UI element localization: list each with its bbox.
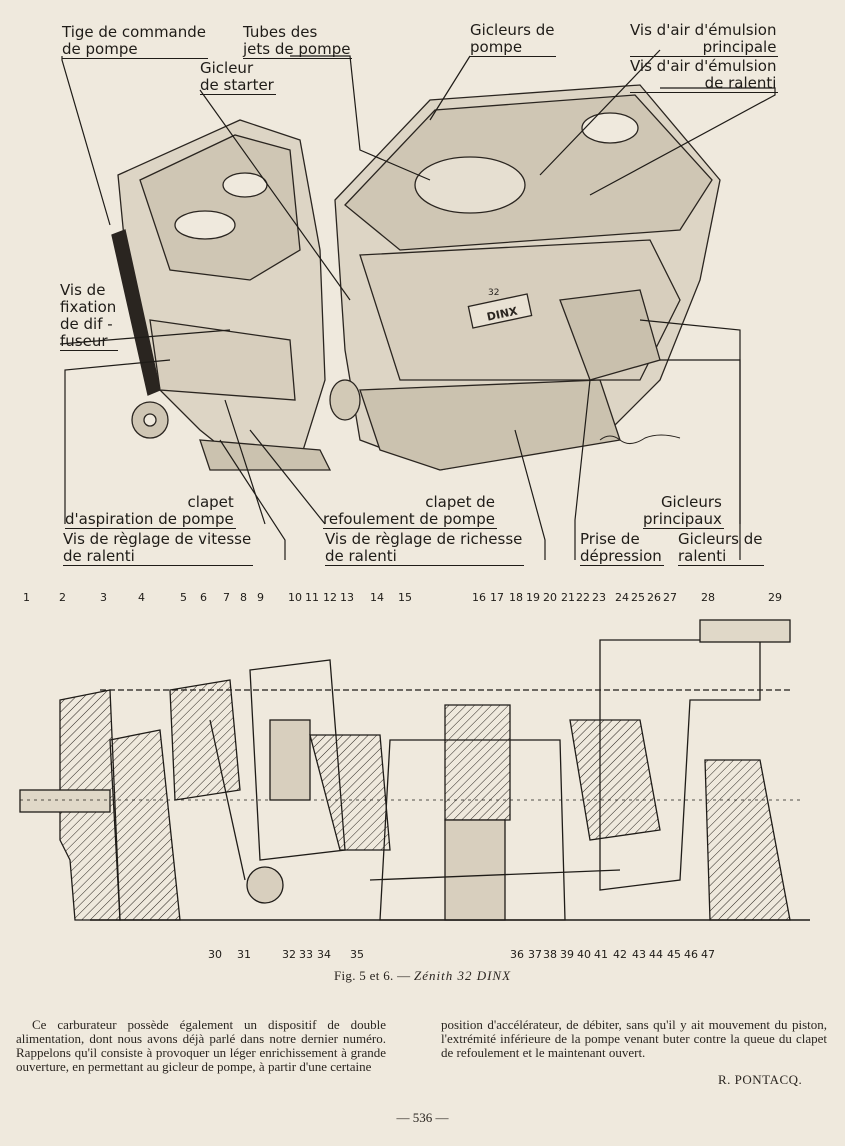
callout-number: 5: [180, 591, 187, 604]
callout-number: 15: [398, 591, 412, 604]
callout-number: 44: [649, 948, 663, 961]
figure-caption: Fig. 5 et 6. — Zénith 32 DINX: [0, 968, 845, 984]
callout-number: 9: [257, 591, 264, 604]
callout-number: 11: [305, 591, 319, 604]
label-clapet-aspiration: clapet d'aspiration de pompe: [65, 493, 236, 529]
label-prise-depression: Prise de dépression: [580, 530, 664, 566]
callout-number: 29: [768, 591, 782, 604]
callout-number: 36: [510, 948, 524, 961]
label-vis-richesse-ralenti: Vis de règlage de richesse de ralenti: [325, 530, 525, 566]
page-number: — 536 —: [396, 1110, 449, 1125]
label-vis-emulsion-ralenti: Vis d'air d'émulsion de ralenti: [630, 57, 779, 93]
callout-number: 43: [632, 948, 646, 961]
callout-number: 2: [59, 591, 66, 604]
callout-number: 13: [340, 591, 354, 604]
callout-number: 34: [317, 948, 331, 961]
label-vis-vitesse-ralenti: Vis de règlage de vitesse de ralenti: [63, 530, 254, 566]
callout-number: 40: [577, 948, 591, 961]
callout-number: 42: [613, 948, 627, 961]
label-gicleurs-pompe: Gicleurs de pompe: [470, 21, 557, 57]
label-tige-commande: Tige de commande de pompe: [62, 23, 209, 59]
callout-number: 33: [299, 948, 313, 961]
caption-title: Zénith 32 DINX: [413, 968, 512, 983]
callout-number: 39: [560, 948, 574, 961]
callout-number: 47: [701, 948, 715, 961]
callout-number: 18: [509, 591, 523, 604]
callout-number: 20: [543, 591, 557, 604]
label-gicleurs-ralenti: Gicleurs de ralenti: [678, 530, 765, 566]
callout-number: 17: [490, 591, 504, 604]
callout-number: 45: [667, 948, 681, 961]
engraving-number: 32: [488, 288, 499, 298]
article-paragraph-2: position d'accélérateur, de débiter, san…: [441, 1017, 827, 1060]
callout-number: 4: [138, 591, 145, 604]
callout-number: 25: [631, 591, 645, 604]
callout-number: 6: [200, 591, 207, 604]
callout-number: 41: [594, 948, 608, 961]
engraving-text: DINX: [486, 304, 519, 323]
callout-number: 21: [561, 591, 575, 604]
callout-number: 37: [528, 948, 542, 961]
article-column-right: position d'accélérateur, de débiter, san…: [441, 1018, 827, 1060]
article-paragraph-1: Ce carburateur possède également un disp…: [16, 1017, 386, 1074]
callout-number: 26: [647, 591, 661, 604]
callout-number: 31: [237, 948, 251, 961]
caption-prefix: Fig. 5 et 6. —: [333, 968, 411, 983]
callout-number: 22: [576, 591, 590, 604]
callout-number: 23: [592, 591, 606, 604]
label-tubes-jets: Tubes des jets de pompe: [243, 23, 353, 59]
callout-number: 27: [663, 591, 677, 604]
article-column-left: Ce carburateur possède également un disp…: [16, 1018, 386, 1074]
label-gicleurs-principaux: Gicleurs principaux: [643, 493, 724, 529]
callout-number: 3: [100, 591, 107, 604]
callout-number: 32: [282, 948, 296, 961]
label-vis-emulsion-principale: Vis d'air d'émulsion principale: [630, 21, 779, 57]
callout-number: 30: [208, 948, 222, 961]
callout-number: 46: [684, 948, 698, 961]
callout-number: 1: [23, 591, 30, 604]
callout-number: 38: [543, 948, 557, 961]
callout-number: 10: [288, 591, 302, 604]
callout-number: 14: [370, 591, 384, 604]
callout-number: 28: [701, 591, 715, 604]
callout-number: 8: [240, 591, 247, 604]
callout-number: 35: [350, 948, 364, 961]
label-gicleur-starter: Gicleur de starter: [200, 59, 276, 95]
label-clapet-refoulement: clapet de refoulement de pompe: [323, 493, 498, 529]
callout-number: 19: [526, 591, 540, 604]
label-vis-fixation: Vis de fixation de dif - fuseur: [60, 281, 119, 351]
author: R. PONTACQ.: [718, 1072, 803, 1087]
callout-number: 16: [472, 591, 486, 604]
callout-number: 24: [615, 591, 629, 604]
callout-number: 12: [323, 591, 337, 604]
callout-number: 7: [223, 591, 230, 604]
